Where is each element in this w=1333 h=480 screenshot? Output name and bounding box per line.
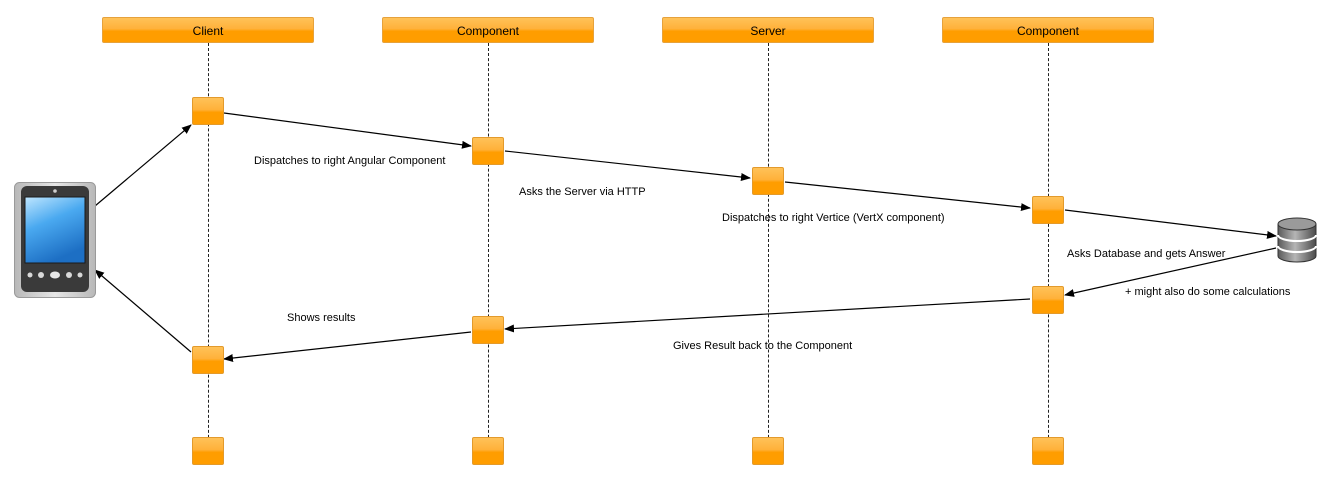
activation-client-request [192, 97, 224, 125]
message-label-ask-database: Asks Database and gets Answer [1067, 248, 1226, 260]
message-label-calculations: + might also do some calculations [1125, 286, 1291, 298]
activation-component-2-end [1032, 437, 1064, 465]
activation-client-end [192, 437, 224, 465]
database-icon [1277, 217, 1317, 263]
arrow-client-to-device [94, 269, 192, 353]
activation-server-end [752, 437, 784, 465]
arrow-server-to-component [784, 181, 1031, 212]
arrow-component-to-server [504, 150, 751, 181]
lifeline-component-1 [488, 43, 489, 453]
arrow-component-result-to-component [504, 298, 1031, 333]
lane-header-component-2: Component [942, 17, 1154, 43]
activation-component-2-request [1032, 196, 1064, 224]
activation-component-1-end [472, 437, 504, 465]
arrow-component-to-database [1064, 209, 1277, 239]
message-label-ask-server: Asks the Server via HTTP [519, 186, 646, 198]
lane-header-component-1: Component [382, 17, 594, 43]
arrow-device-to-client [94, 124, 192, 207]
lifeline-client [208, 43, 209, 453]
arrow-component-to-client-results [223, 331, 472, 362]
lifeline-server [768, 43, 769, 453]
message-label-dispatch-angular: Dispatches to right Angular Component [254, 155, 446, 167]
message-label-dispatch-vertice: Dispatches to right Vertice (VertX compo… [722, 212, 945, 224]
arrow-client-to-component [223, 112, 472, 149]
lifeline-component-2 [1048, 43, 1049, 453]
lane-header-client: Client [102, 17, 314, 43]
activation-server-request [752, 167, 784, 195]
message-label-give-result: Gives Result back to the Component [673, 340, 853, 352]
activation-component-2-response [1032, 286, 1064, 314]
lane-header-server: Server [662, 17, 874, 43]
activation-component-1-request [472, 137, 504, 165]
activation-component-1-response [472, 316, 504, 344]
activation-client-response [192, 346, 224, 374]
arrow-database-to-component [1064, 247, 1277, 297]
mobile-device-icon [14, 182, 96, 298]
message-label-show-results: Shows results [287, 312, 356, 324]
